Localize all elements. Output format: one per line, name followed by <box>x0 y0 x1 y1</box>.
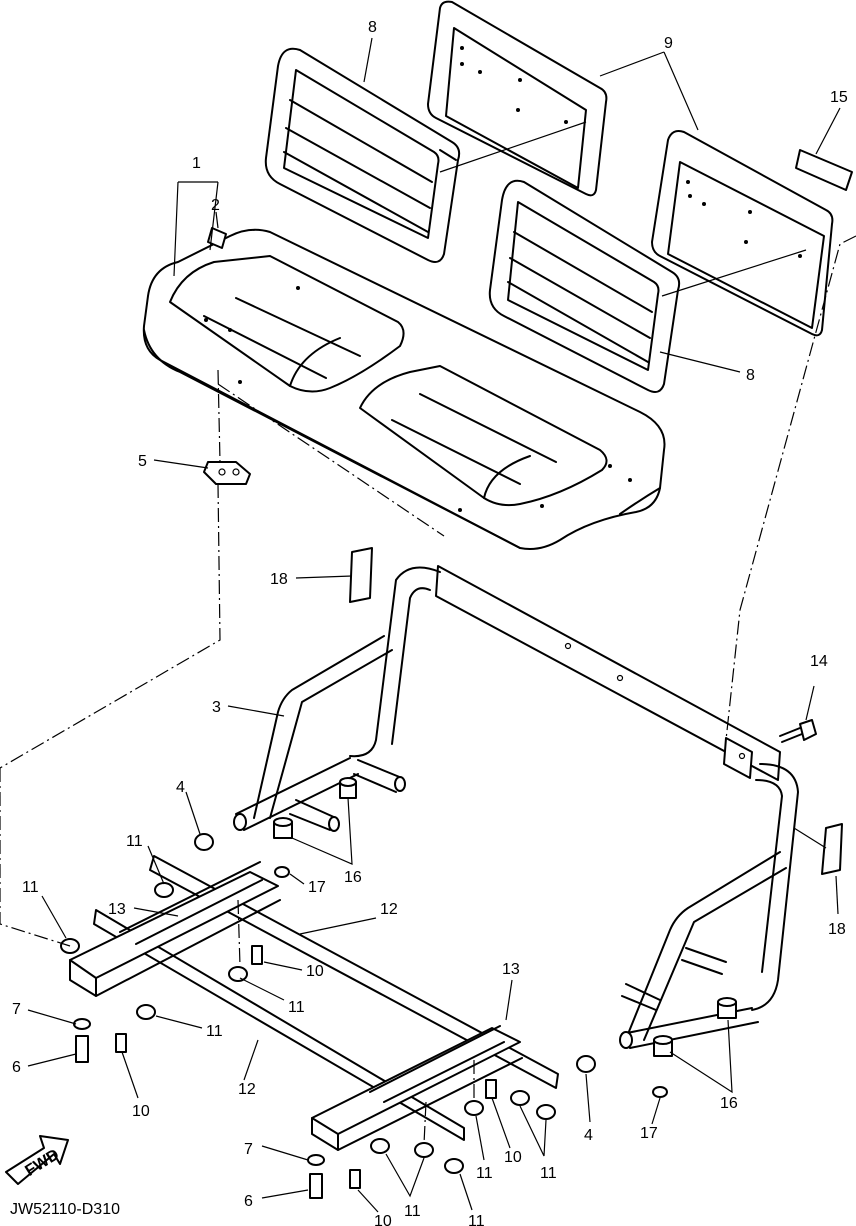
flange-nut-11-h <box>370 1138 390 1154</box>
callout-12-top: 12 <box>380 901 398 918</box>
callout-11-g: 11 <box>404 1203 421 1220</box>
backrest-board-left <box>427 0 608 197</box>
washer-7-right <box>307 1154 325 1166</box>
callout-11-c: 11 <box>288 999 305 1016</box>
mount-bracket-13-right <box>311 1025 523 1151</box>
bolt-6-left <box>75 1035 89 1063</box>
flange-nut-11-j <box>444 1158 464 1174</box>
diagram-code: JW52110-D310 <box>10 1201 120 1218</box>
callout-13-left: 13 <box>108 901 126 918</box>
callout-13-right: 13 <box>502 961 520 978</box>
callout-4-right: 4 <box>584 1127 593 1144</box>
callout-3: 3 <box>212 699 221 716</box>
callout-8-right: 8 <box>746 367 755 384</box>
flange-nut-11-g <box>536 1104 556 1120</box>
callout-labels: 1 2 3 4 4 5 6 6 7 7 8 8 9 10 10 10 10 11… <box>12 19 848 1226</box>
tube-cap-right <box>576 1055 596 1073</box>
bolt-10-b <box>115 1033 127 1053</box>
callout-17-right: 17 <box>640 1125 658 1142</box>
backrest-board-right <box>651 130 834 337</box>
tube-cap-left <box>194 833 214 851</box>
backrest-cushion-left <box>264 47 461 263</box>
rubber-bumper-2 <box>273 817 293 839</box>
seat-bracket <box>203 461 251 485</box>
fwd-arrow-icon: FWD <box>5 1135 69 1185</box>
seat-cushion <box>142 228 666 550</box>
callout-18-right: 18 <box>828 921 846 938</box>
callout-16-left: 16 <box>344 869 362 886</box>
decal-15 <box>795 149 853 191</box>
washer-7-left <box>73 1018 91 1030</box>
flange-nut-11-a <box>154 882 174 898</box>
callout-8-top: 8 <box>368 19 377 36</box>
callout-4-left: 4 <box>176 779 185 796</box>
mount-bracket-13-left <box>69 861 281 997</box>
callout-1: 1 <box>192 155 201 172</box>
callout-7-right: 7 <box>244 1141 253 1158</box>
callout-10-d: 10 <box>374 1213 392 1226</box>
callout-10-c: 10 <box>504 1149 522 1166</box>
callout-11-a: 11 <box>126 833 143 850</box>
callout-10-a: 10 <box>306 963 324 980</box>
rubber-bumper-4 <box>653 1035 673 1057</box>
callout-11-d: 11 <box>206 1023 223 1040</box>
bolt-14 <box>779 719 817 743</box>
bolt-10-c <box>485 1079 497 1099</box>
bolt-10-d <box>349 1169 361 1189</box>
callout-15: 15 <box>830 89 848 106</box>
callout-6-right: 6 <box>244 1193 253 1210</box>
callout-9: 9 <box>664 35 673 52</box>
backrest-cushion-right <box>488 179 681 393</box>
washer-17-right <box>652 1086 668 1098</box>
callout-17-left: 17 <box>308 879 326 896</box>
flange-nut-11-f <box>510 1090 530 1106</box>
callout-11-f: 11 <box>540 1165 557 1182</box>
leader-lines <box>27 37 841 1213</box>
callout-11-b: 11 <box>22 879 39 896</box>
decal-18-upper <box>349 547 373 603</box>
rubber-bumper-1 <box>339 777 357 799</box>
flange-nut-11-d <box>136 1004 156 1020</box>
callout-10-b: 10 <box>132 1103 150 1120</box>
flange-nut-11-e <box>464 1100 484 1116</box>
assembly-lines <box>0 235 856 1145</box>
flange-nut-11-c <box>228 966 248 982</box>
callout-18-top: 18 <box>270 571 288 588</box>
callout-2: 2 <box>211 197 220 214</box>
callout-5: 5 <box>138 453 147 470</box>
washer-17-left <box>274 866 290 878</box>
base-rail-12-front <box>93 909 465 1141</box>
callout-11-h: 11 <box>468 1213 485 1226</box>
callout-6-left: 6 <box>12 1059 21 1076</box>
callout-11-e: 11 <box>476 1165 493 1182</box>
flange-nut-11-i <box>414 1142 434 1158</box>
bolt-10-a <box>251 945 263 965</box>
bolt-6-right <box>309 1173 323 1199</box>
rubber-bumper-3 <box>717 997 737 1019</box>
callout-12-bottom: 12 <box>238 1081 256 1098</box>
callout-14: 14 <box>810 653 828 670</box>
decal-18-lower <box>821 823 843 875</box>
callout-7-left: 7 <box>12 1001 21 1018</box>
callout-16-right: 16 <box>720 1095 738 1112</box>
